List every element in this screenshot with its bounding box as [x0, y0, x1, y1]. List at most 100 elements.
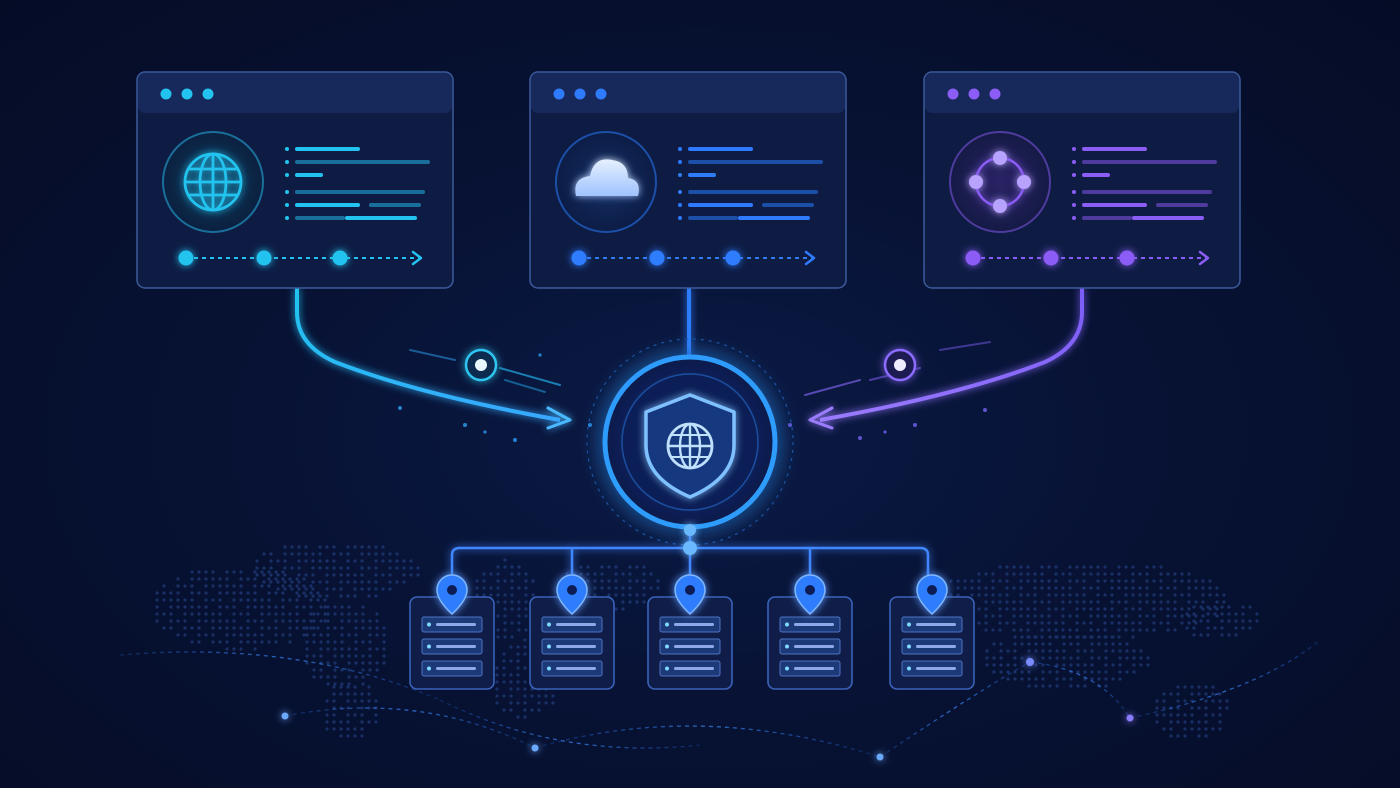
map-dot: [1187, 614, 1191, 618]
map-dot: [503, 628, 507, 632]
map-dot: [1138, 600, 1142, 604]
map-dot: [332, 713, 336, 717]
map-dot: [197, 570, 201, 574]
map-dot: [1033, 614, 1037, 618]
map-dot: [360, 727, 364, 731]
map-dot: [367, 580, 371, 584]
map-dot: [1241, 605, 1245, 609]
drive-slot: [436, 667, 476, 670]
map-dot: [496, 600, 500, 604]
map-dot: [524, 607, 528, 611]
map-dot: [323, 612, 327, 616]
map-dot: [211, 619, 215, 623]
map-dot: [985, 663, 989, 667]
map-dot: [1192, 612, 1196, 616]
map-dot: [319, 619, 323, 623]
map-dot: [1117, 621, 1121, 625]
map-dot: [998, 628, 1002, 632]
map-dot: [332, 699, 336, 703]
map-dot: [374, 559, 378, 563]
map-dot: [340, 682, 344, 686]
map-dot: [1199, 605, 1203, 609]
bullet-dot: [285, 147, 289, 151]
map-dot: [1068, 572, 1072, 576]
map-dot: [1055, 649, 1059, 653]
map-dot: [1096, 614, 1100, 618]
map-dot: [367, 692, 371, 696]
particle: [538, 353, 542, 357]
map-dot: [600, 565, 604, 569]
map-dot: [1131, 635, 1135, 639]
map-dot: [1117, 600, 1121, 604]
particle: [913, 423, 917, 427]
map-dot: [963, 586, 967, 590]
map-dot: [339, 734, 343, 738]
map-dot: [262, 580, 266, 584]
map-dot: [1075, 579, 1079, 583]
map-dot: [524, 586, 528, 590]
map-dot: [489, 586, 493, 590]
map-dot: [984, 607, 988, 611]
map-dot: [183, 612, 187, 616]
map-dot: [1048, 670, 1052, 674]
map-dot: [1131, 572, 1135, 576]
cloud-icon: [575, 159, 639, 196]
map-dot: [1026, 593, 1030, 597]
map-dot: [333, 661, 337, 665]
map-dot: [482, 572, 486, 576]
map-dot: [354, 654, 358, 658]
streak: [939, 341, 991, 351]
map-dot: [339, 692, 343, 696]
map-dot: [316, 612, 320, 616]
map-dot: [1090, 642, 1094, 646]
map-dot: [395, 559, 399, 563]
map-dot: [197, 619, 201, 623]
panel-titlebar: [138, 73, 452, 113]
map-dot: [340, 633, 344, 637]
map-dot: [1005, 600, 1009, 604]
map-dot: [190, 612, 194, 616]
map-dot: [316, 598, 320, 602]
map-dot: [1197, 692, 1201, 696]
map-dot: [984, 600, 988, 604]
map-dot: [1075, 565, 1079, 569]
map-dot: [295, 584, 299, 588]
map-dot: [1204, 692, 1208, 696]
ring-node: [993, 151, 1007, 165]
map-dot: [318, 594, 322, 598]
map-dot: [319, 647, 323, 651]
map-dot: [1201, 600, 1205, 604]
map-dot: [416, 566, 420, 570]
map-dot: [1033, 621, 1037, 625]
map-dot: [353, 692, 357, 696]
map-dot: [516, 659, 520, 663]
map-dot: [225, 633, 229, 637]
map-dot: [274, 605, 278, 609]
text-line: [1156, 203, 1208, 207]
map-dot: [302, 584, 306, 588]
step-node: [1043, 250, 1059, 266]
map-dot: [1183, 720, 1187, 724]
map-dot: [183, 598, 187, 602]
map-dot: [1013, 649, 1017, 653]
map-dot: [1083, 684, 1087, 688]
map-dot: [402, 566, 406, 570]
step-node: [1119, 250, 1135, 266]
map-dot: [1117, 579, 1121, 583]
map-dot: [1103, 628, 1107, 632]
map-dot: [204, 577, 208, 581]
map-dot: [1152, 614, 1156, 618]
map-dot: [190, 591, 194, 595]
map-dot: [225, 584, 229, 588]
map-dot: [502, 694, 506, 698]
text-line: [1082, 203, 1147, 207]
window-dot: [947, 88, 959, 100]
map-dot: [517, 628, 521, 632]
map-dot: [246, 626, 250, 630]
panel-frame: [136, 71, 454, 289]
map-dot: [312, 626, 316, 630]
map-dot: [1159, 607, 1163, 611]
map-dot: [1204, 720, 1208, 724]
map-dot: [375, 647, 379, 651]
text-line: [1082, 190, 1212, 194]
